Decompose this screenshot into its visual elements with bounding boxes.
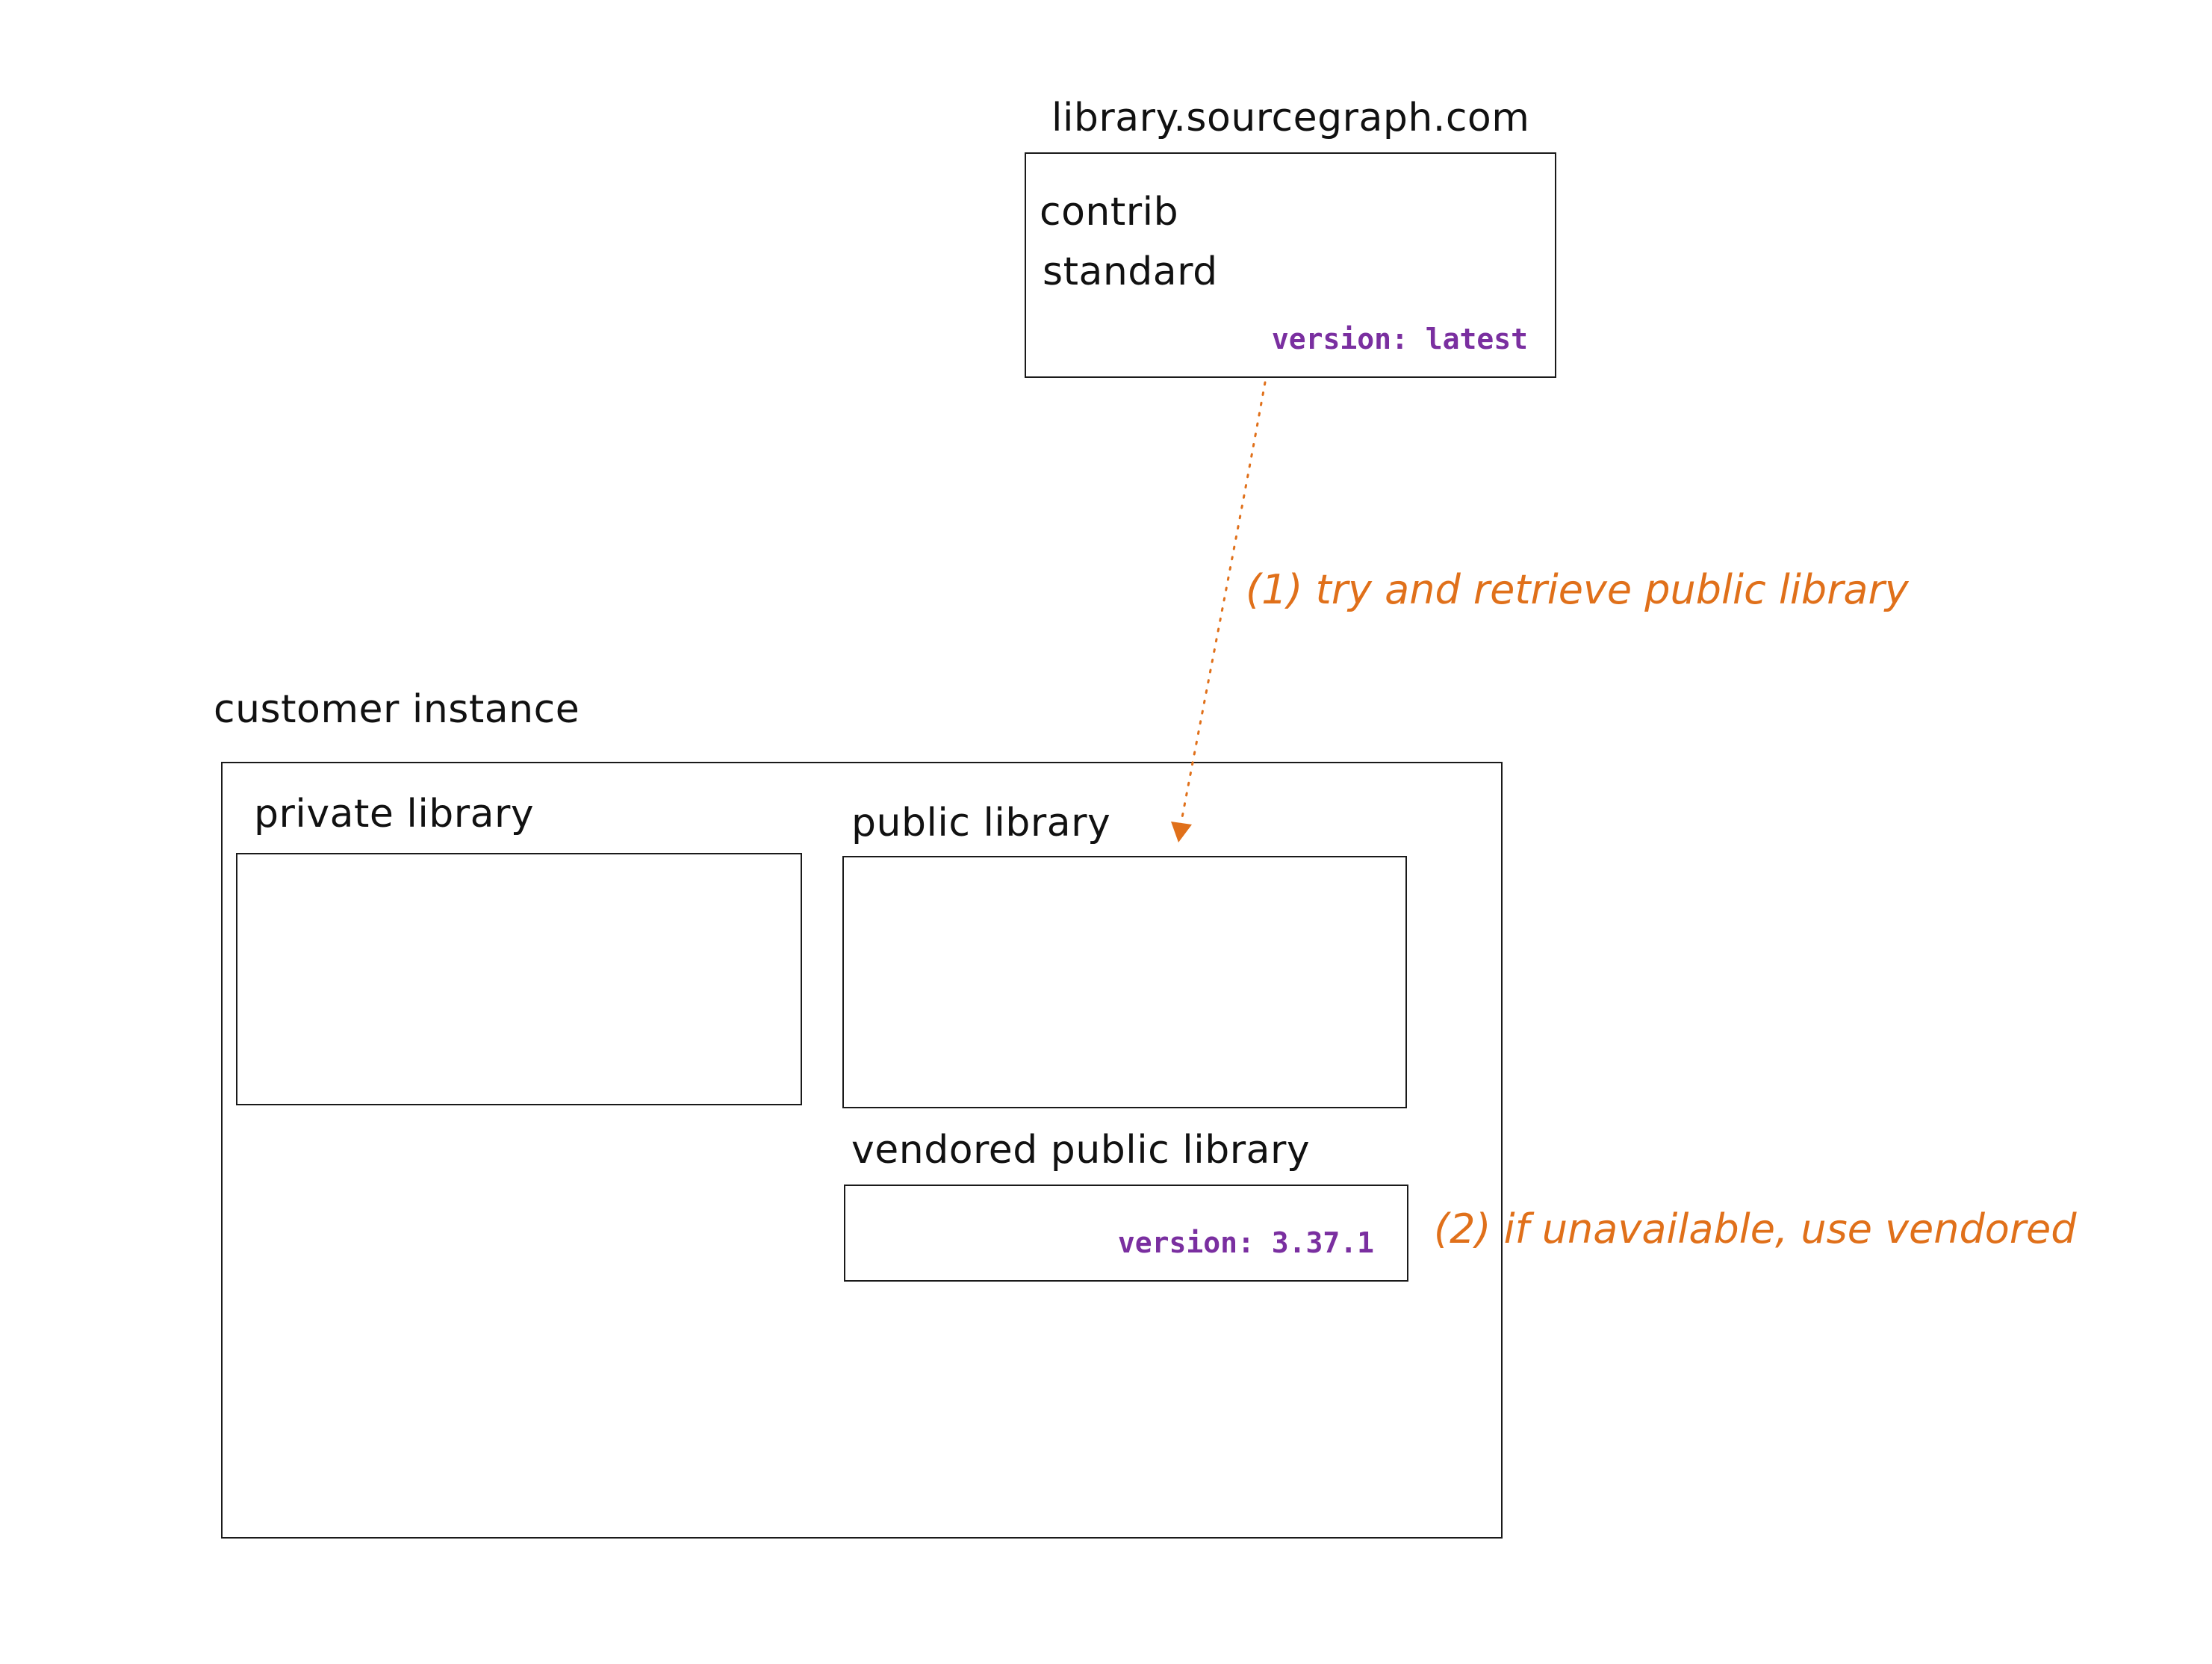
vendored-library-box: version: 3.37.1 [844, 1185, 1408, 1282]
vendored-library-title: vendored public library [851, 1128, 1311, 1173]
customer-instance-title: customer instance [214, 687, 580, 732]
private-library-box [236, 853, 802, 1105]
public-library-box [842, 856, 1407, 1108]
step2-annotation: (2) if unavailable, use vendored [1434, 1205, 2077, 1252]
remote-item-contrib: contrib [1040, 190, 1179, 235]
step1-annotation: (1) try and retrieve public library [1246, 566, 1909, 613]
vendored-version-label: version: 3.37.1 [1117, 1226, 1374, 1259]
retrieve-arrow-head [1171, 822, 1192, 842]
remote-library-title: library.sourcegraph.com [1051, 96, 1530, 140]
remote-version-label: version: latest [1271, 323, 1528, 356]
remote-library-box: contrib standard version: latest [1025, 152, 1556, 378]
public-library-title: public library [851, 801, 1111, 845]
private-library-title: private library [254, 792, 535, 836]
remote-item-standard: standard [1043, 249, 1218, 294]
retrieve-arrow [1178, 381, 1267, 831]
